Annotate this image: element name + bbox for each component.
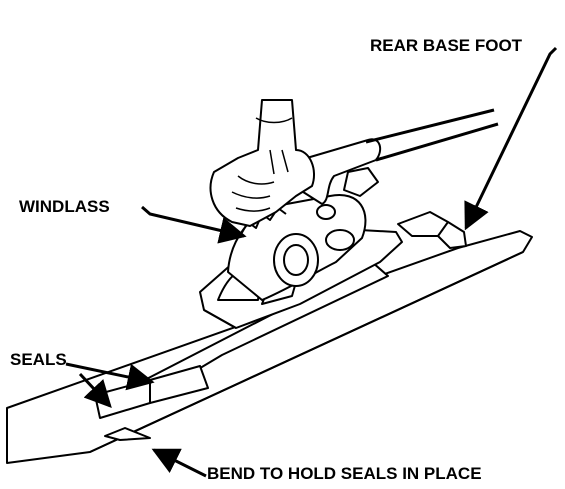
gloved-hand <box>209 99 315 227</box>
bent-tab <box>104 427 151 441</box>
rear-base-foot-leader <box>464 46 558 231</box>
leader-lines <box>65 46 558 478</box>
tool-lever <box>299 108 499 205</box>
seals-label: SEALS <box>10 350 67 369</box>
seals-leader-upper <box>65 362 155 391</box>
bend-leader <box>151 448 207 478</box>
rear-base-foot-graphic <box>397 211 467 249</box>
bend-to-hold-seals-label: BEND TO HOLD SEALS IN PLACE <box>207 464 482 483</box>
seals-leader-lower <box>78 372 112 408</box>
windlass-label: WINDLASS <box>19 197 110 216</box>
windlass-leader <box>141 205 247 244</box>
rear-base-foot-label: REAR BASE FOOT <box>370 36 523 55</box>
tool-body <box>227 194 367 301</box>
